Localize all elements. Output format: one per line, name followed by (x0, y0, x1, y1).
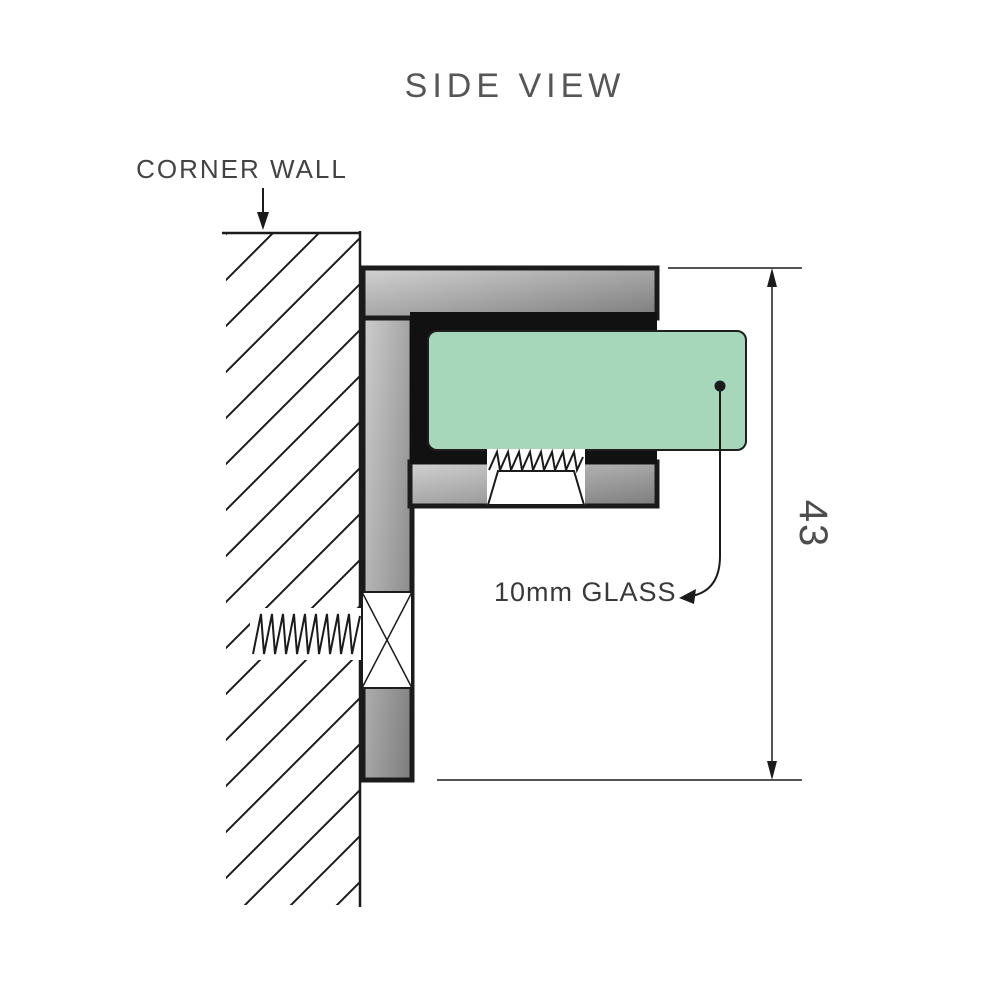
wall-screw-threads (252, 613, 361, 655)
glass-leader-line (691, 391, 721, 597)
grub-screw (486, 448, 586, 506)
corner-wall (222, 231, 362, 907)
grub-screw-body (486, 470, 586, 506)
corner-wall-arrowhead-icon (257, 212, 269, 230)
dimension-43: 43 (437, 267, 835, 781)
corner-wall-callout: CORNER WALL (136, 154, 348, 230)
wall-screw (250, 591, 413, 689)
glass-leader-arrowhead-icon (679, 589, 696, 604)
bracket-spine (360, 265, 415, 783)
bracket-top-arm (360, 265, 660, 321)
wall-screw-head-cross-2 (361, 591, 413, 689)
glass-label: 10mm GLASS (494, 577, 677, 607)
dimension-arrowhead-top-icon (767, 268, 777, 287)
wall-hatching (226, 234, 360, 905)
dimension-arrowhead-bottom-icon (767, 761, 777, 780)
glass-panel (427, 330, 747, 451)
corner-wall-label: CORNER WALL (136, 154, 348, 184)
dimension-value: 43 (791, 500, 835, 549)
glass-callout: 10mm GLASS (494, 380, 726, 607)
glass-leader-dot (714, 380, 726, 392)
grub-screw-threads (488, 448, 584, 474)
page-title: SIDE VIEW (405, 67, 626, 105)
